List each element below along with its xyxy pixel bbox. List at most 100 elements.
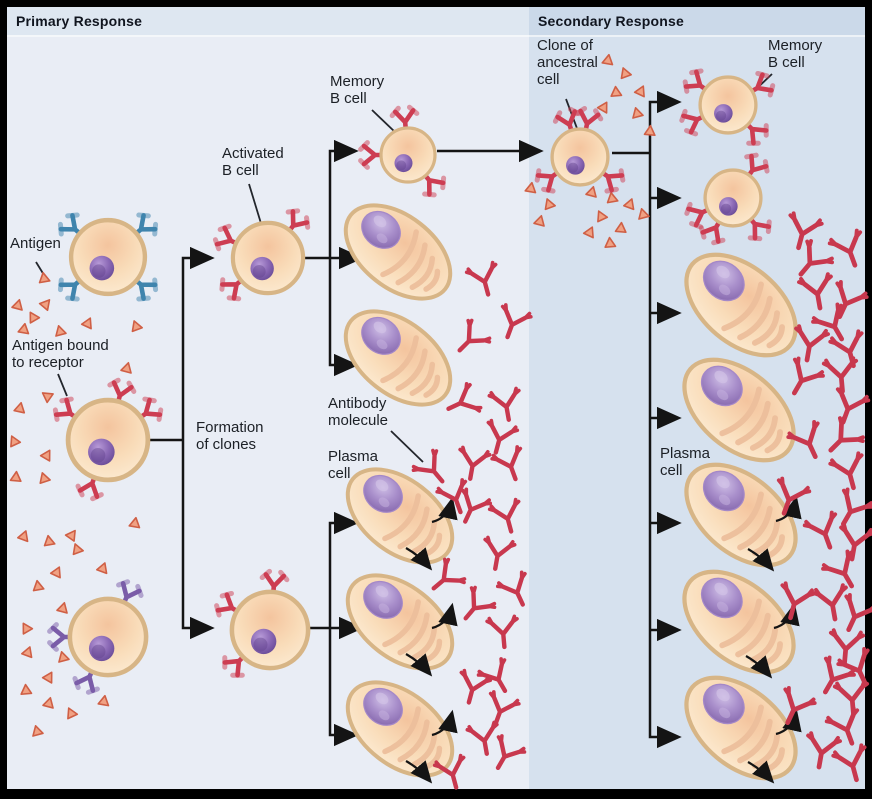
antigen-icon — [24, 308, 41, 324]
antigen-label: Antigen — [10, 235, 61, 252]
antigen-icon — [55, 649, 70, 663]
antibody-icon — [834, 594, 872, 637]
antigen-icon — [69, 541, 84, 556]
antigen-icon — [56, 600, 71, 614]
flow-arrow-to-plasma-sec-5 — [648, 153, 682, 749]
antigen-icon — [603, 236, 617, 249]
antibody-icon — [480, 537, 515, 571]
antibody-icon — [825, 281, 868, 324]
antigen-icon — [601, 52, 615, 66]
flow-arrows — [147, 90, 682, 749]
antigen-icon — [42, 533, 56, 547]
b-cell-body — [71, 220, 145, 294]
clone-ancestral-cell — [533, 107, 626, 195]
antigen-icon — [623, 196, 638, 211]
bound-antigen-icon — [120, 360, 135, 374]
antibody-icon — [829, 488, 872, 532]
antigen-icon — [80, 315, 96, 330]
memory-b-cell-primary — [361, 107, 448, 200]
antigen-icon — [49, 564, 65, 579]
antigen-icon — [17, 619, 34, 635]
antibody-icon — [780, 357, 824, 401]
antibody-icon — [455, 447, 490, 481]
antibody-icon — [811, 656, 855, 700]
antibody-icon — [813, 585, 850, 622]
antigen-icon — [42, 695, 57, 709]
plasma-cell — [668, 658, 814, 798]
antigen-icon — [9, 470, 23, 483]
antigen-icon — [96, 560, 111, 575]
antibody-icon — [836, 525, 872, 562]
antibody-icon — [489, 388, 524, 422]
antibody-icon — [485, 735, 526, 776]
plasma-cell-secondary-label: Plasma cell — [660, 445, 711, 479]
secondary-response-title: Secondary Response — [538, 13, 684, 29]
antibody-field — [412, 213, 872, 792]
activated-b-cell-label: Activated B cell — [222, 145, 284, 179]
antibody-icon — [489, 499, 526, 535]
flow-arrow-to-activated-1 — [181, 246, 215, 440]
b-cell-body — [68, 400, 148, 480]
antibody-icon — [804, 512, 845, 553]
antibody-icon — [833, 745, 872, 784]
clone-of-ancestral-cell-label: Clone of ancestral cell — [537, 37, 598, 88]
antibody-icon — [449, 319, 491, 361]
secondary-response-header: Secondary Response — [529, 7, 865, 37]
antigen-icon — [128, 318, 143, 333]
antigen-icon — [19, 683, 33, 696]
antibody-icon — [828, 630, 863, 665]
plasma-cell — [668, 235, 814, 375]
antigen-icon — [21, 644, 36, 659]
antibody-icon — [481, 691, 519, 729]
activated-b-cell-1 — [213, 207, 312, 303]
antigen-icon — [63, 705, 79, 720]
flow-arrow-to-plasma-p5 — [328, 628, 359, 747]
antibody-icon — [791, 326, 828, 363]
antigen-icon — [596, 98, 613, 114]
primary-response-title: Primary Response — [16, 13, 143, 29]
b-cell-body — [232, 592, 308, 668]
flow-arrow-to-plasma-p3 — [328, 511, 359, 628]
antibody-icon — [830, 453, 870, 492]
unresponsive-b-cell — [50, 579, 147, 695]
antigen-icon — [643, 124, 657, 137]
antigen-icon — [629, 105, 644, 119]
antibody-icon — [783, 213, 823, 252]
b-cell-body — [698, 75, 758, 135]
flow-arrow-to-memory-primary — [328, 139, 359, 258]
naive-b-cell — [56, 211, 160, 304]
antigen-bound-label: Antigen bound to receptor — [12, 337, 109, 371]
antigen-icon — [52, 323, 67, 337]
plasma-cell — [331, 557, 470, 688]
antigen-icon — [97, 693, 111, 707]
antibody-icon — [487, 616, 519, 648]
memory-b-cell-secondary-label: Memory B cell — [768, 37, 823, 71]
plasma-cell — [666, 552, 812, 692]
plasma-cell — [329, 187, 468, 318]
antigen-icon — [128, 515, 142, 529]
antibody-molecule-label: Antibody molecule — [328, 395, 389, 429]
antigen-icon — [29, 723, 44, 737]
antigen-icon — [11, 297, 26, 311]
flow-arrow-to-activated-2 — [181, 440, 215, 640]
antigen-bound-b-cell — [38, 360, 165, 501]
antigen-icon — [17, 321, 31, 335]
antibody-icon — [829, 230, 870, 271]
secretion-arrows — [405, 495, 802, 784]
flow-arrow-to-plasma-p2 — [328, 258, 359, 377]
b-cell-body — [703, 168, 763, 228]
antigen-icon — [609, 85, 623, 98]
antigen-icon — [31, 578, 45, 592]
antigen-icon — [533, 213, 548, 227]
antigen-icon — [38, 295, 55, 312]
antigen-icon — [64, 526, 81, 542]
antigen-icon — [633, 83, 649, 98]
antibody-icon — [828, 387, 869, 428]
antigen-icon — [36, 470, 51, 485]
antigen-icon — [41, 668, 58, 684]
antigen-icon — [585, 184, 600, 198]
antigen-icon — [617, 65, 632, 80]
antigen-icon — [541, 196, 556, 211]
memory-b-cell-secondary-2 — [684, 151, 774, 246]
